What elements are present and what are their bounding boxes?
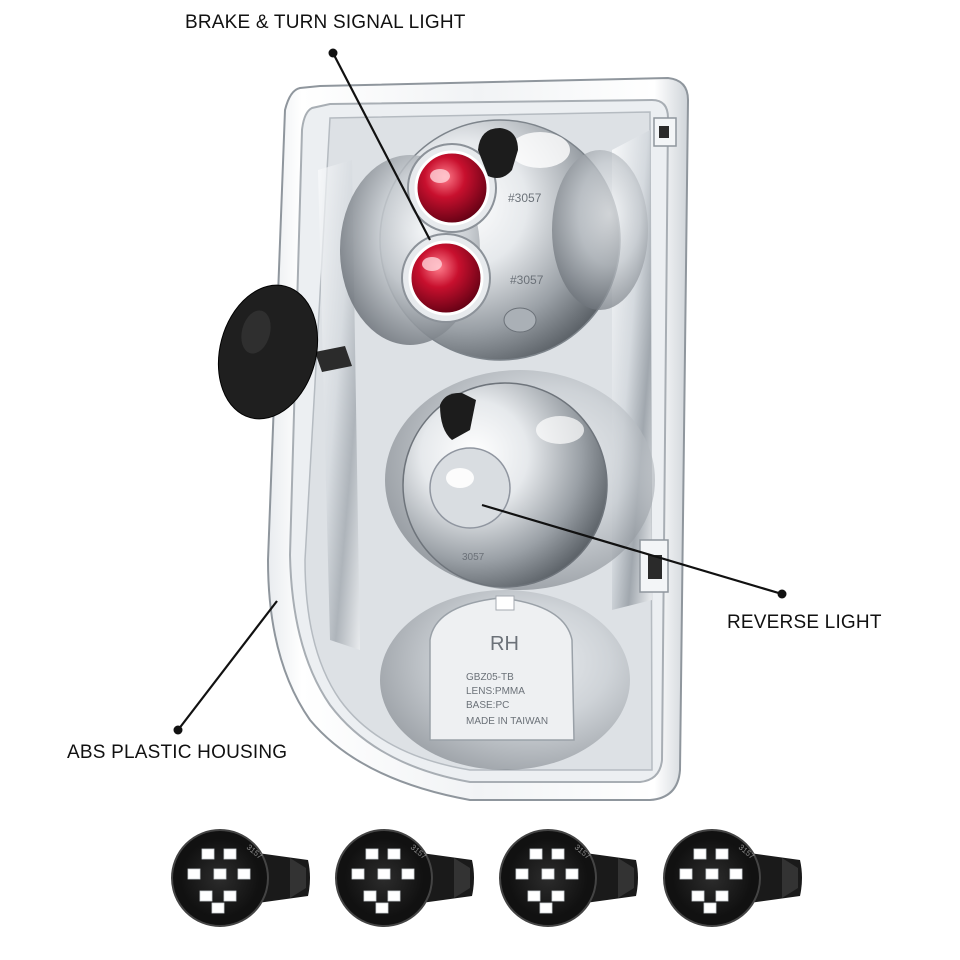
led-chip (351, 868, 365, 880)
led-chip (199, 890, 213, 902)
reverse-light-label: REVERSE LIGHT (727, 612, 882, 633)
led-chip (375, 902, 389, 914)
bulb-code-reverse: 3057 (462, 552, 485, 563)
led-chip (223, 848, 237, 860)
brake-turn-signal-label: BRAKE & TURN SIGNAL LIGHT (185, 12, 466, 33)
lower-reflector (380, 590, 630, 770)
led-chip (377, 868, 391, 880)
red-bulb-lower (401, 233, 491, 323)
base-material-marking: BASE:PC (466, 700, 509, 711)
led-chip (213, 868, 227, 880)
led-chip (551, 848, 565, 860)
led-chip (387, 890, 401, 902)
lens-side-marking: RH (490, 633, 519, 655)
led-chip (515, 868, 529, 880)
abs-housing-label: ABS PLASTIC HOUSING (67, 742, 288, 763)
led-chip (529, 848, 543, 860)
led-bulb: 3157 (663, 829, 802, 927)
led-chip (223, 890, 237, 902)
led-chip (539, 902, 553, 914)
led-chip (715, 848, 729, 860)
led-bulb: 3157 (499, 829, 638, 927)
callout-leaders (173, 48, 787, 735)
led-bulb-row: 3157 3157 3157 3157 (171, 829, 802, 927)
led-chip (693, 848, 707, 860)
bulb-code-mid: #3057 (510, 273, 544, 287)
led-chip (565, 868, 579, 880)
led-bulb: 3157 (335, 829, 474, 927)
led-chip (729, 868, 743, 880)
led-chip (691, 890, 705, 902)
red-bulb-upper (407, 143, 497, 233)
lens-material-marking: LENS:PMMA (466, 686, 525, 697)
led-chip (211, 902, 225, 914)
led-chip (551, 890, 565, 902)
rubber-gasket (217, 284, 352, 420)
led-chip (679, 868, 693, 880)
led-chip (401, 868, 415, 880)
led-chip (527, 890, 541, 902)
led-chip (363, 890, 377, 902)
led-bulb: 3157 (171, 829, 310, 927)
lens-model-marking: GBZ05-TB (466, 672, 514, 683)
led-chip (541, 868, 555, 880)
reverse-reflector (385, 370, 655, 590)
upper-socket (478, 128, 518, 178)
led-chip (201, 848, 215, 860)
led-chip (703, 902, 717, 914)
led-chip (715, 890, 729, 902)
led-chip (187, 868, 201, 880)
led-chip (705, 868, 719, 880)
led-chip (365, 848, 379, 860)
bulb-code-upper: #3057 (508, 191, 542, 205)
led-chip (387, 848, 401, 860)
led-chip (237, 868, 251, 880)
origin-marking: MADE IN TAIWAN (466, 716, 548, 727)
